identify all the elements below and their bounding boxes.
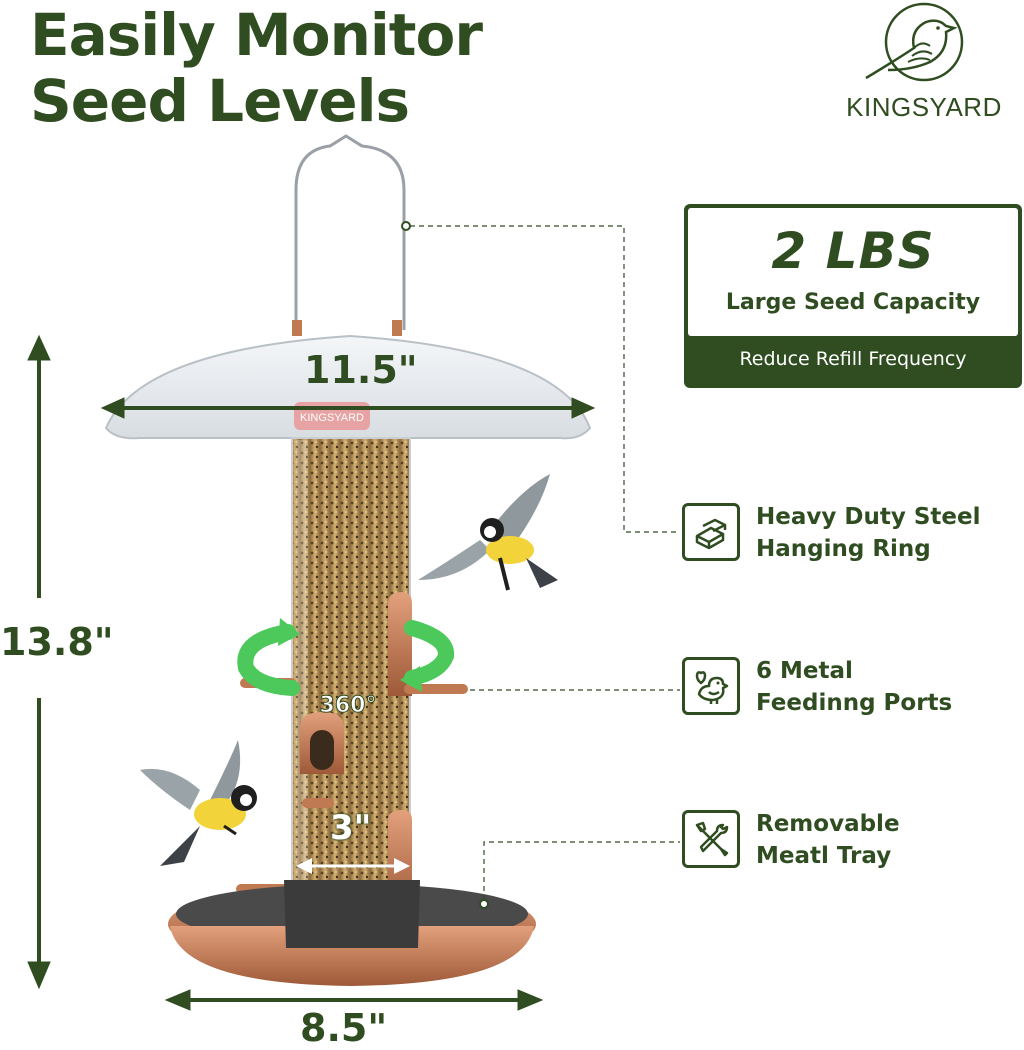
brand-logo: KINGSYARD — [826, 0, 1022, 130]
feature-line-2: Meatl Tray — [756, 843, 892, 869]
dome-roof — [104, 334, 592, 440]
bird-right — [418, 474, 558, 591]
tube-width-label: 3" — [330, 808, 372, 848]
feature-text: Heavy Duty Steel Hanging Ring — [756, 501, 1024, 565]
leader-lines — [410, 225, 680, 900]
tools-icon — [682, 810, 740, 868]
bird-left — [140, 740, 257, 866]
feature-line-1: 6 Metal — [756, 658, 853, 684]
bird-heart-icon — [682, 657, 740, 715]
feeder-brand-label: KINGSYARD — [300, 412, 364, 424]
headline-line-2: Seed Levels — [30, 67, 410, 135]
headline: Easily Monitor Seed Levels — [30, 1, 483, 135]
feature-line-2: Feedinng Ports — [756, 690, 953, 716]
feature-text: Removable Meatl Tray — [756, 808, 1024, 872]
capacity-inner: 2 LBS Large Seed Capacity — [688, 208, 1018, 336]
headline-line-1: Easily Monitor — [30, 1, 483, 69]
brand-name: KINGSYARD — [846, 92, 1002, 122]
tray-width-label: 8.5" — [300, 1006, 388, 1050]
rotation-arrows — [237, 618, 455, 696]
feature-line-1: Heavy Duty Steel — [756, 504, 981, 530]
feature-line-2: Hanging Ring — [756, 536, 931, 562]
feature-removable-tray: Removable Meatl Tray — [682, 810, 1022, 874]
dimension-lines — [27, 334, 596, 1011]
feeder-illustration: KINGSYARD 360° — [27, 134, 680, 1011]
seed-tray — [168, 880, 536, 986]
capacity-label: Large Seed Capacity — [725, 290, 981, 315]
steel-bars-icon — [682, 503, 740, 561]
capacity-panel: 2 LBS Large Seed Capacity Reduce Refill … — [684, 204, 1022, 388]
feature-hanging-ring: Heavy Duty Steel Hanging Ring — [682, 503, 1022, 567]
feature-line-1: Removable — [756, 811, 900, 837]
bird-logo-icon — [865, 2, 964, 82]
feature-feeding-ports: 6 Metal Feedinng Ports — [682, 657, 1022, 721]
height-label: 13.8" — [0, 620, 114, 664]
rotation-label: 360° — [320, 693, 377, 718]
feature-text: 6 Metal Feedinng Ports — [756, 655, 1024, 719]
capacity-subtext: Reduce Refill Frequency — [739, 348, 967, 370]
hanging-ring — [294, 134, 406, 330]
capacity-amount: 2 LBS — [771, 222, 935, 280]
roof-width-label: 11.5" — [304, 348, 418, 392]
